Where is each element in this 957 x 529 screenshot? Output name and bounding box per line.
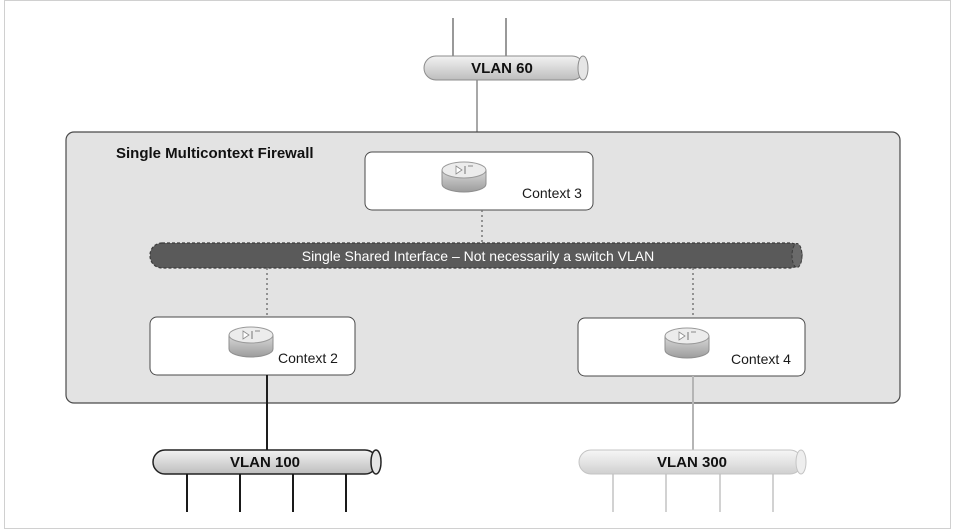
vlan100-drops [186,474,347,512]
context2-label: Context 2 [278,350,338,366]
firewall-title: Single Multicontext Firewall [116,145,314,162]
router-icon [441,161,487,193]
context4-box: Context 4 [577,317,806,377]
vlan100-label: VLAN 100 [230,454,300,471]
context3-label: Context 3 [522,185,582,201]
router-icon [664,327,710,359]
vlan100-pipe: VLAN 100 [152,449,382,475]
shared-interface-label: Single Shared Interface – Not necessaril… [302,248,655,264]
vlan300-drops [612,474,774,512]
vlan300-label: VLAN 300 [657,454,727,471]
vlan300-pipe: VLAN 300 [578,449,807,475]
vlan60-label: VLAN 60 [471,60,533,77]
context3-box: Context 3 [364,151,594,211]
router-icon [228,326,274,358]
context2-box: Context 2 [149,316,356,376]
vlan60-pipe: VLAN 60 [423,55,589,81]
shared-interface-pipe: Single Shared Interface – Not necessaril… [149,242,803,269]
context4-label: Context 4 [731,351,791,367]
